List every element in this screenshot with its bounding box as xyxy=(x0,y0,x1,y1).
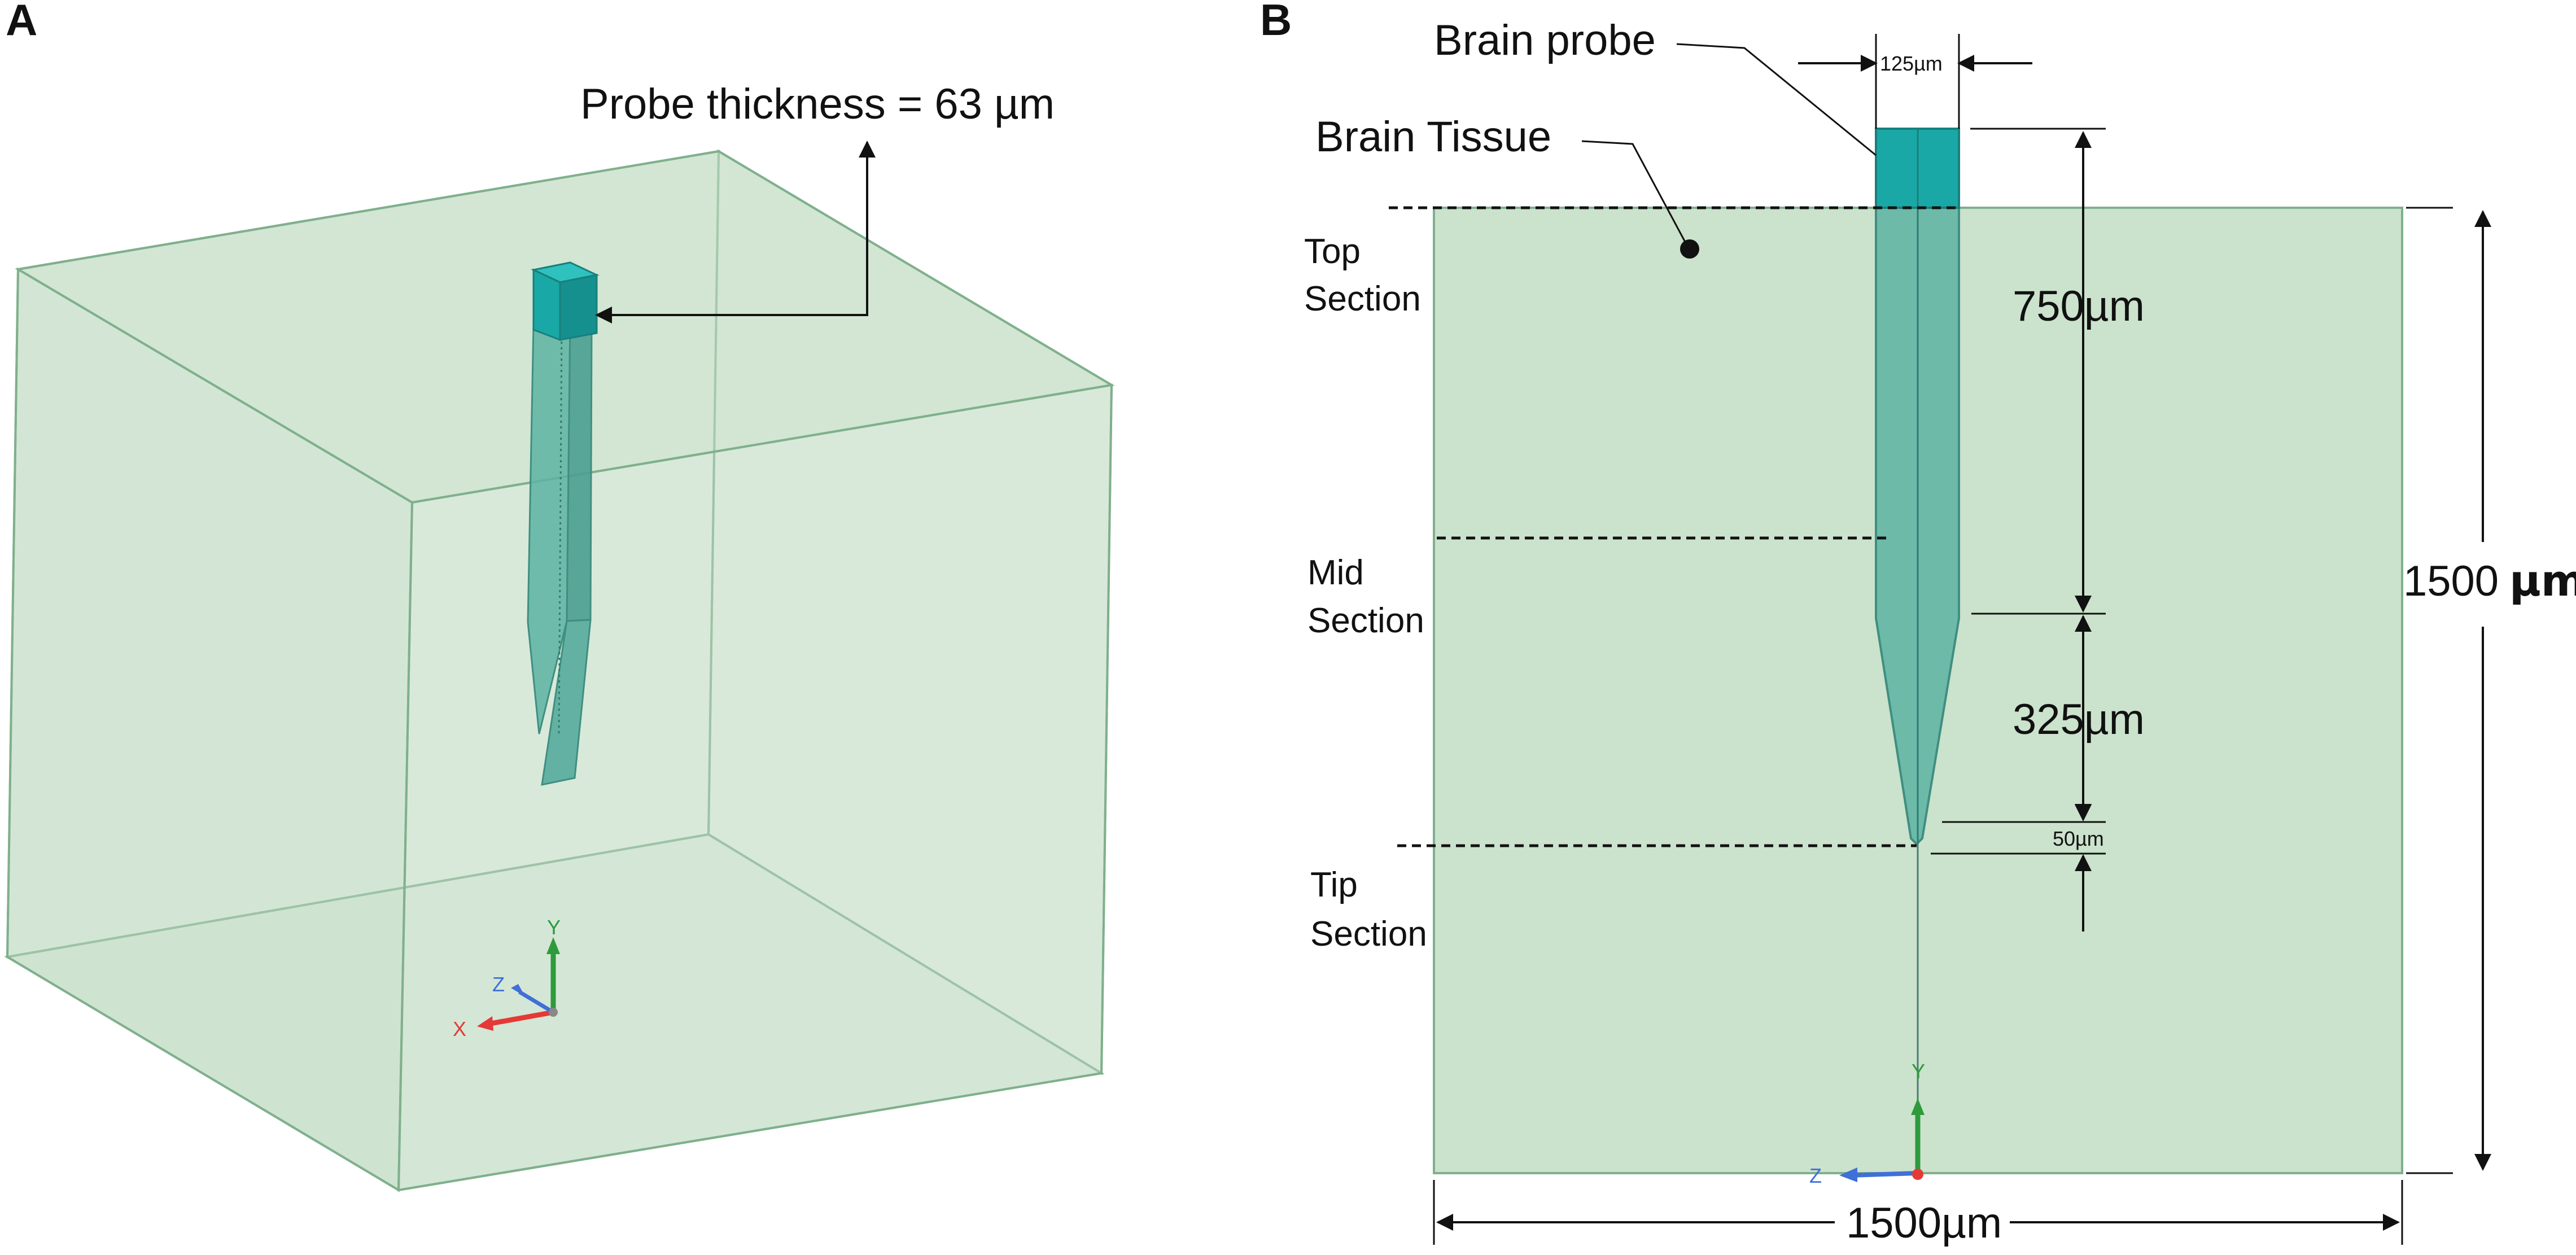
panel-a: A Probe thickness = 63 µm xyxy=(4,0,1115,1192)
dim-width-label: 1500µm xyxy=(1846,1199,2002,1247)
axis-z-label-b: Z xyxy=(1809,1164,1822,1187)
axis-z-label-a: Z xyxy=(492,973,505,996)
axis-y-label-a: Y xyxy=(547,916,561,939)
probe-3d-side xyxy=(566,317,593,622)
axis-triad-b: Y Z xyxy=(1809,1060,1925,1187)
brain-tissue-leader xyxy=(1581,140,1689,248)
panel-b: B Top Section Mid Section Tip Section Br… xyxy=(1260,0,2576,1247)
mid-section-label-1: Mid xyxy=(1307,553,1364,592)
axis-triad-a: Y X Z xyxy=(453,916,561,1040)
dim-325-label: 325µm xyxy=(2013,696,2145,744)
panel-b-letter: B xyxy=(1260,0,1292,45)
brain-tissue-label: Brain Tissue xyxy=(1315,113,1551,161)
tip-section-label-2: Section xyxy=(1310,915,1427,954)
top-section-label-2: Section xyxy=(1304,279,1421,318)
axis-x-label-a: X xyxy=(453,1017,466,1040)
probe-width-label: 125µm xyxy=(1880,52,1943,75)
brain-probe-label: Brain probe xyxy=(1434,16,1656,64)
brain-tissue-marker xyxy=(1680,239,1699,259)
probe-thickness-label: Probe thickness = 63 µm xyxy=(580,80,1055,128)
cube-front-right-face xyxy=(397,383,1113,1192)
dim-height-value: 1500 xyxy=(2403,557,2499,605)
mid-section-label-2: Section xyxy=(1307,601,1424,640)
probe-thickness-arrow xyxy=(595,141,876,323)
brain-probe-leader xyxy=(1676,43,1877,156)
dim-50-label: 50µm xyxy=(2053,827,2104,850)
top-section-label-1: Top xyxy=(1304,232,1361,271)
probe-3d-head-side xyxy=(559,274,598,341)
probe-3d-head-front xyxy=(532,268,561,342)
axis-y-label-b: Y xyxy=(1912,1060,1925,1083)
panel-a-letter: A xyxy=(6,0,37,45)
probe-3d-tip xyxy=(541,619,592,786)
tip-section-label-1: Tip xyxy=(1310,865,1358,904)
dim-750-label: 750µm xyxy=(2013,282,2145,330)
probe-3d xyxy=(527,261,600,786)
dim-height-unit: µm xyxy=(2509,556,2576,606)
